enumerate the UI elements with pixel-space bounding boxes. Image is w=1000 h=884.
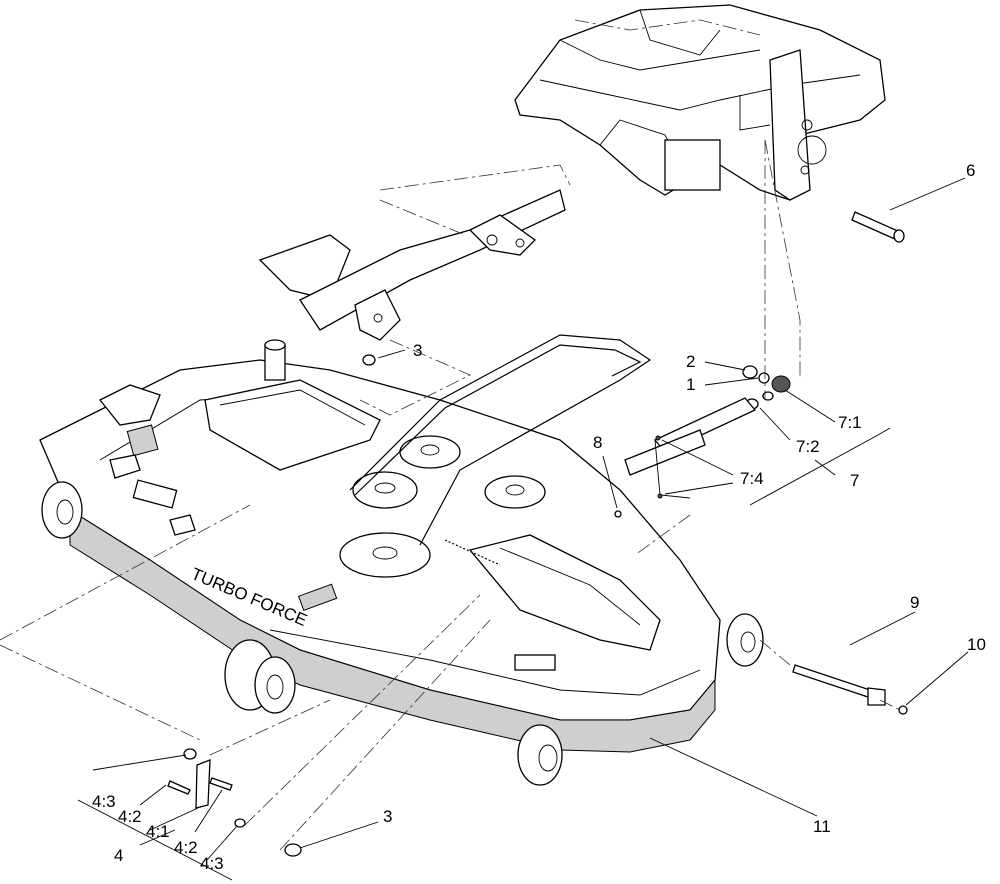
tractor-frame [514,4,886,201]
callout-10: 10 [967,635,986,654]
callout-9: 9 [910,593,919,612]
callout-8: 8 [593,433,602,452]
phantom-lines [0,139,901,851]
callout-3-upper: 3 [413,341,422,360]
callout-4-2-left: 4:2 [118,807,142,826]
callout-4-2-right: 4:2 [174,838,198,857]
callout-4: 4 [114,846,123,865]
callout-7-4: 7:4 [740,469,764,488]
leader-lines [77,177,969,881]
caster-wheels [41,481,764,786]
callout-labels: 6 3 2 1 7:1 7:2 8 7:4 7 9 10 11 3 4:3 4:… [92,161,986,873]
hardware-parts [167,211,908,857]
callout-7-1: 7:1 [838,413,862,432]
callout-6: 6 [966,161,975,180]
callout-4-1: 4:1 [146,822,170,841]
callout-4-3-upper: 4:3 [92,792,116,811]
callout-7-2: 7:2 [796,437,820,456]
callout-1: 1 [686,375,695,394]
callout-4-3-lower: 4:3 [200,854,224,873]
callout-3-lower: 3 [383,807,392,826]
mower-deck: TURBO FORCE [39,334,721,753]
hitch-frame [258,164,571,341]
callout-11: 11 [813,817,831,836]
callout-7: 7 [850,471,859,490]
callout-2: 2 [686,352,695,371]
